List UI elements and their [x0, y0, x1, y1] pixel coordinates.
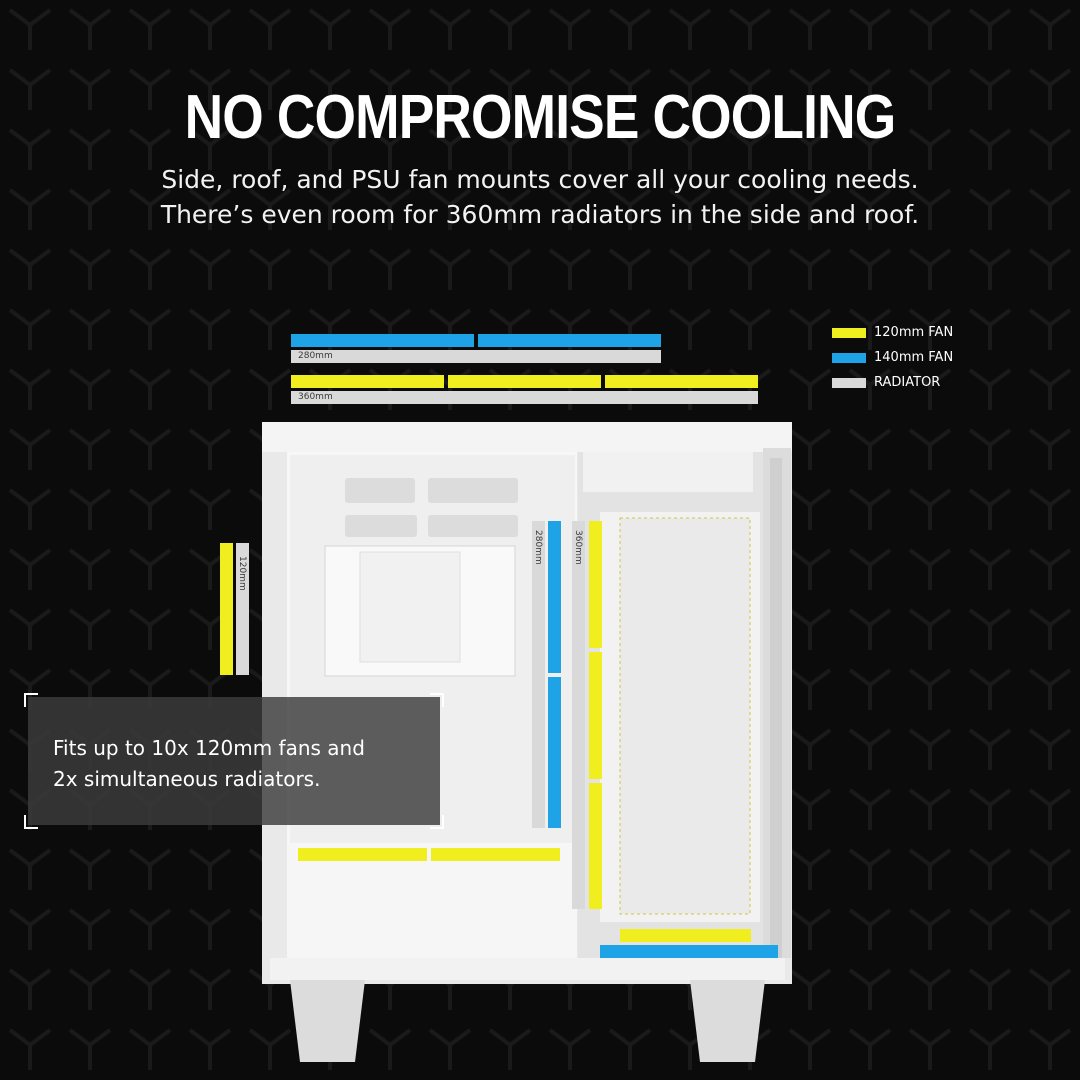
side-280mm-radiator: [532, 521, 545, 828]
side-140mm-fan-1: [548, 521, 561, 673]
subtitle-line-1: Side, roof, and PSU fan mounts cover all…: [161, 165, 919, 194]
side-140mm-fan-2: [548, 677, 561, 828]
callout-text: Fits up to 10x 120mm fans and 2x simulta…: [53, 733, 365, 795]
shroud-120mm-fan-1: [298, 848, 427, 861]
side-120mm-fan-3: [589, 783, 602, 909]
bottom-140mm-fan: [600, 945, 778, 958]
bottom-120mm-fan: [620, 929, 751, 942]
callout-box: Fits up to 10x 120mm fans and 2x simulta…: [24, 693, 444, 829]
legend-item-140mm-fan: 140mm FAN: [832, 345, 953, 370]
side-360mm-radiator: [572, 521, 585, 909]
top-280mm-radiator: [291, 350, 661, 363]
top-360mm-label: 360mm: [298, 392, 333, 402]
legend-label: 140mm FAN: [874, 350, 954, 365]
subtitle-line-2: There’s even room for 360mm radiators in…: [160, 200, 920, 229]
callout-line-2: 2x simultaneous radiators.: [53, 767, 321, 791]
legend-swatch-gray: [832, 377, 866, 388]
side-120mm-fan-1: [589, 521, 602, 648]
page-title: NO COMPROMISE COOLING: [184, 83, 897, 152]
legend: 120mm FAN 140mm FAN RADIATOR: [832, 320, 953, 395]
top-120mm-fan-1: [291, 375, 444, 388]
legend-label: 120mm FAN: [874, 325, 954, 340]
top-140mm-fan-1: [291, 334, 474, 347]
top-140mm-fan-2: [478, 334, 661, 347]
shroud-120mm-fan-2: [431, 848, 560, 861]
side-120mm-fan-2: [589, 652, 602, 779]
legend-swatch-blue: [832, 352, 866, 363]
legend-swatch-yellow: [832, 327, 866, 338]
rear-120mm-fan: [220, 543, 233, 675]
callout-line-1: Fits up to 10x 120mm fans and: [53, 736, 365, 760]
side-280mm-label: 280mm: [533, 530, 543, 565]
top-120mm-fan-3: [605, 375, 758, 388]
rear-120mm-radiator: [236, 543, 249, 675]
legend-label: RADIATOR: [874, 375, 941, 390]
side-360mm-label: 360mm: [573, 530, 583, 565]
legend-item-120mm-fan: 120mm FAN: [832, 320, 953, 345]
rear-120mm-label: 120mm: [237, 556, 247, 591]
legend-item-radiator: RADIATOR: [832, 370, 953, 395]
top-280mm-label: 280mm: [298, 351, 333, 361]
top-360mm-radiator: [291, 391, 758, 404]
top-120mm-fan-2: [448, 375, 601, 388]
